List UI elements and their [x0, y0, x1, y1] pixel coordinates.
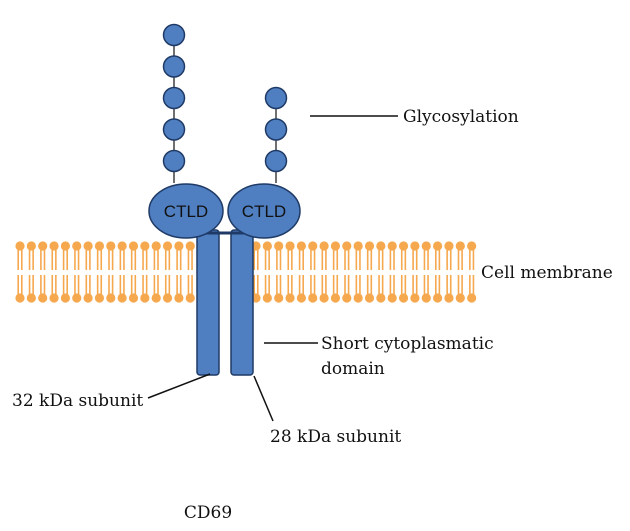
glycan-sugar: [162, 23, 186, 47]
glycan-sugar: [162, 55, 186, 78]
lipid-head: [38, 241, 48, 251]
lipid-head: [467, 293, 477, 303]
lipid-head: [49, 241, 59, 251]
lipid-head: [319, 293, 329, 303]
lipid-head: [308, 241, 318, 251]
lipid-head: [285, 241, 295, 251]
lipid-head: [387, 241, 397, 251]
lipid-head: [364, 241, 375, 251]
cytoplasmic-domain-label-line1: Short cytoplasmatic: [321, 334, 494, 354]
glycosylation-label: Glycosylation: [403, 107, 519, 127]
lipid-head: [174, 293, 184, 303]
glycan-sugar: [264, 118, 288, 141]
lipid-head: [262, 241, 272, 251]
lipid-head: [49, 293, 59, 303]
lipid-head: [342, 241, 352, 251]
lipid-head: [387, 293, 397, 303]
lipid-head: [455, 293, 465, 303]
lipid-head: [26, 293, 36, 303]
lipid-head: [398, 241, 409, 251]
ctld-domain-right: [227, 183, 301, 239]
subunit-28kda-transmembrane-domain: [230, 229, 254, 376]
ctld-domain-left: [148, 183, 224, 239]
lipid-head: [319, 241, 329, 251]
lipid-head: [262, 293, 272, 303]
diagram-title: CD69: [184, 503, 232, 523]
subunit-28kda-leader-line: [253, 375, 274, 422]
lipid-head: [308, 293, 318, 303]
glycan-chain-left: [162, 23, 186, 183]
lipid-head: [174, 241, 184, 251]
lipid-head: [151, 293, 161, 303]
lipid-head: [455, 241, 465, 251]
lipid-head: [330, 241, 341, 251]
lipid-head: [410, 241, 420, 251]
lipid-head: [15, 241, 25, 251]
lipid-head: [185, 293, 195, 303]
lipid-head: [151, 241, 161, 251]
lipid-head: [15, 293, 25, 303]
glycan-chain-right: [264, 86, 288, 183]
lipid-head: [60, 241, 70, 251]
lipid-head: [444, 241, 454, 251]
cell-membrane-bilayer: [15, 241, 477, 303]
lipid-head: [433, 241, 443, 251]
lipid-head: [353, 241, 363, 251]
lipid-head: [117, 293, 127, 303]
lipid-head: [128, 241, 139, 251]
lipid-head: [128, 293, 139, 303]
lipid-head: [162, 241, 173, 251]
ctld-label-left: CTLD: [164, 202, 208, 221]
lipid-head: [364, 293, 375, 303]
lipid-head: [60, 293, 70, 303]
lipid-head: [467, 241, 477, 251]
glycan-sugar: [264, 86, 288, 110]
lipid-head: [117, 241, 127, 251]
lipid-head: [398, 293, 409, 303]
lipid-head: [274, 293, 284, 303]
lipid-head: [444, 293, 454, 303]
lipid-head: [83, 241, 93, 251]
lipid-head: [285, 293, 295, 303]
lipid-head: [106, 241, 116, 251]
lipid-head: [296, 241, 306, 251]
lipid-head: [106, 293, 116, 303]
lipid-head: [274, 241, 284, 251]
ctld-label-right: CTLD: [242, 202, 286, 221]
lipid-head: [353, 293, 363, 303]
subunit-32kda-transmembrane-domain: [196, 229, 220, 376]
lipid-head: [421, 293, 431, 303]
cell-membrane-label: Cell membrane: [481, 263, 613, 283]
lipid-head: [26, 241, 36, 251]
lipid-head: [94, 293, 105, 303]
lipid-head: [296, 293, 306, 303]
lipid-head: [342, 293, 352, 303]
lipid-head: [185, 241, 195, 251]
glycan-sugar: [162, 118, 186, 141]
subunit-28kda-label: 28 kDa subunit: [270, 427, 401, 447]
lipid-head: [83, 293, 93, 303]
lipid-head: [72, 241, 82, 251]
glycan-sugar: [264, 149, 288, 173]
lipid-head: [421, 241, 431, 251]
cytoplasmic-domain-label-line2: domain: [321, 359, 385, 379]
lipid-head: [140, 241, 150, 251]
subunit-32kda-label: 32 kDa subunit: [12, 391, 143, 411]
lipid-head: [433, 293, 443, 303]
lipid-head: [140, 293, 150, 303]
lipid-head: [330, 293, 341, 303]
lipid-head: [376, 241, 386, 251]
lipid-head: [376, 293, 386, 303]
glycan-sugar: [162, 149, 186, 173]
lipid-head: [94, 241, 105, 251]
subunit-32kda-leader-line: [147, 373, 211, 399]
lipid-head: [410, 293, 420, 303]
lipid-head: [162, 293, 173, 303]
glycan-sugar: [162, 86, 186, 110]
lipid-head: [38, 293, 48, 303]
lipid-head: [72, 293, 82, 303]
